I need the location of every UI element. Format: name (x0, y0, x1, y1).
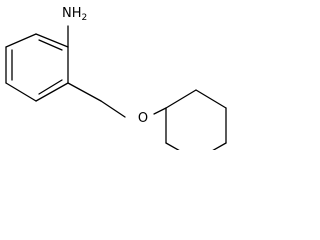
ring-inner-double-1 (38, 39, 63, 51)
cyclohexane-bond-5 (165, 142, 180, 150)
ring-to-ch2-bond (67, 82, 102, 102)
ring-bond-3 (35, 82, 69, 102)
cyclohexane-bond-2 (195, 89, 227, 109)
ring-bond-4 (5, 82, 37, 102)
o-to-cyclohexyl-bond (153, 107, 167, 115)
ring-bond-1 (35, 33, 69, 48)
ch2-to-o-bond (100, 100, 126, 118)
amine-n-label: NH2 (62, 6, 87, 23)
cyclohexane-ring (165, 89, 227, 150)
ether-oxygen-label: O (138, 111, 148, 126)
benzene-ring (5, 33, 69, 102)
cyclohexane-bond-4 (212, 142, 227, 150)
ring-bond-6 (5, 33, 37, 48)
structure-canvas: NH2 O (5, 6, 227, 150)
cyclohexane-bond-1 (165, 89, 197, 109)
ch2-o-linker (67, 82, 167, 118)
ring-inner-double-2 (38, 79, 63, 95)
